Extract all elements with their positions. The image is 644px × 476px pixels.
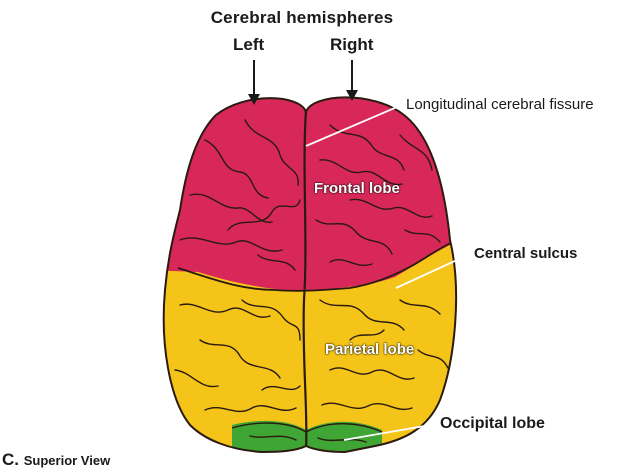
left-hemisphere-label: Left	[233, 36, 264, 53]
longitudinal-fissure-label: Longitudinal cerebral fissure	[406, 97, 594, 112]
occipital-lobe-label: Occipital lobe	[440, 416, 545, 432]
right-arrow	[346, 60, 358, 101]
cerebral-hemispheres-label: Cerebral hemispheres	[0, 9, 604, 26]
central-sulcus-label: Central sulcus	[474, 246, 577, 261]
parietal-lobe-label: Parietal lobe	[325, 342, 414, 357]
right-hemisphere-label: Right	[330, 36, 373, 53]
brain-regions	[150, 80, 470, 470]
frontal-lobe-label: Frontal lobe	[314, 181, 400, 196]
view-name: Superior View	[24, 453, 110, 468]
view-letter: C.	[2, 450, 19, 469]
view-caption: C. Superior View	[2, 451, 110, 468]
